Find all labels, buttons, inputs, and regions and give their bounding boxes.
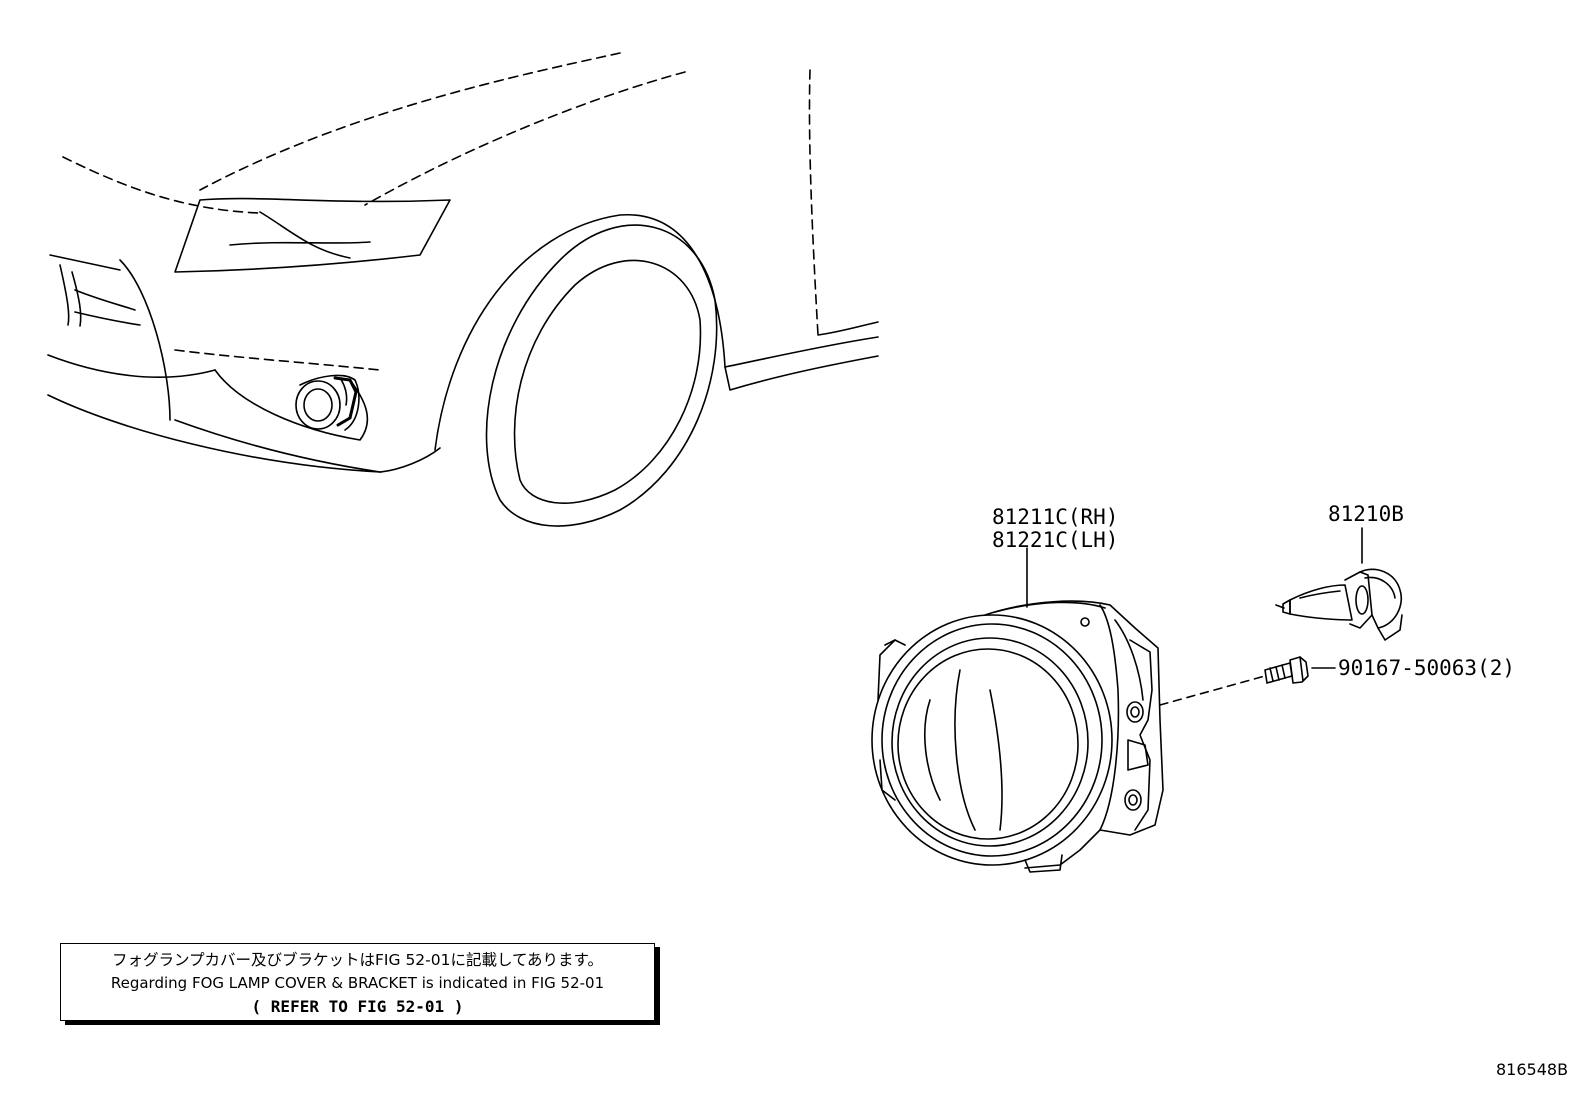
figure-code: 816548B — [1496, 1060, 1569, 1079]
part-label-screw: 90167-50063(2) — [1338, 656, 1516, 680]
screw — [1264, 656, 1309, 684]
leader-lines — [1026, 527, 1363, 706]
reference-note: フォグランプカバー及びブラケットはFIG 52-01に記載してあります。 Reg… — [60, 943, 655, 1021]
part-label-bulb: 81210B — [1328, 502, 1404, 526]
note-refer-text: ( REFER TO FIG 52-01 ) — [251, 997, 464, 1016]
part-label-fog-lamp-lh: 81221C(LH) — [992, 528, 1119, 552]
fog-lamp-assembly — [871, 600, 1164, 873]
part-label-fog-lamp-rh: 81211C(RH) — [992, 505, 1119, 529]
note-english-text: Regarding FOG LAMP COVER & BRACKET is in… — [110, 974, 605, 992]
vehicle-front-outline — [47, 52, 879, 527]
bulb-assembly — [1275, 568, 1403, 641]
note-japanese-text: フォグランプカバー及びブラケットはFIG 52-01に記載してあります。 — [111, 951, 604, 969]
